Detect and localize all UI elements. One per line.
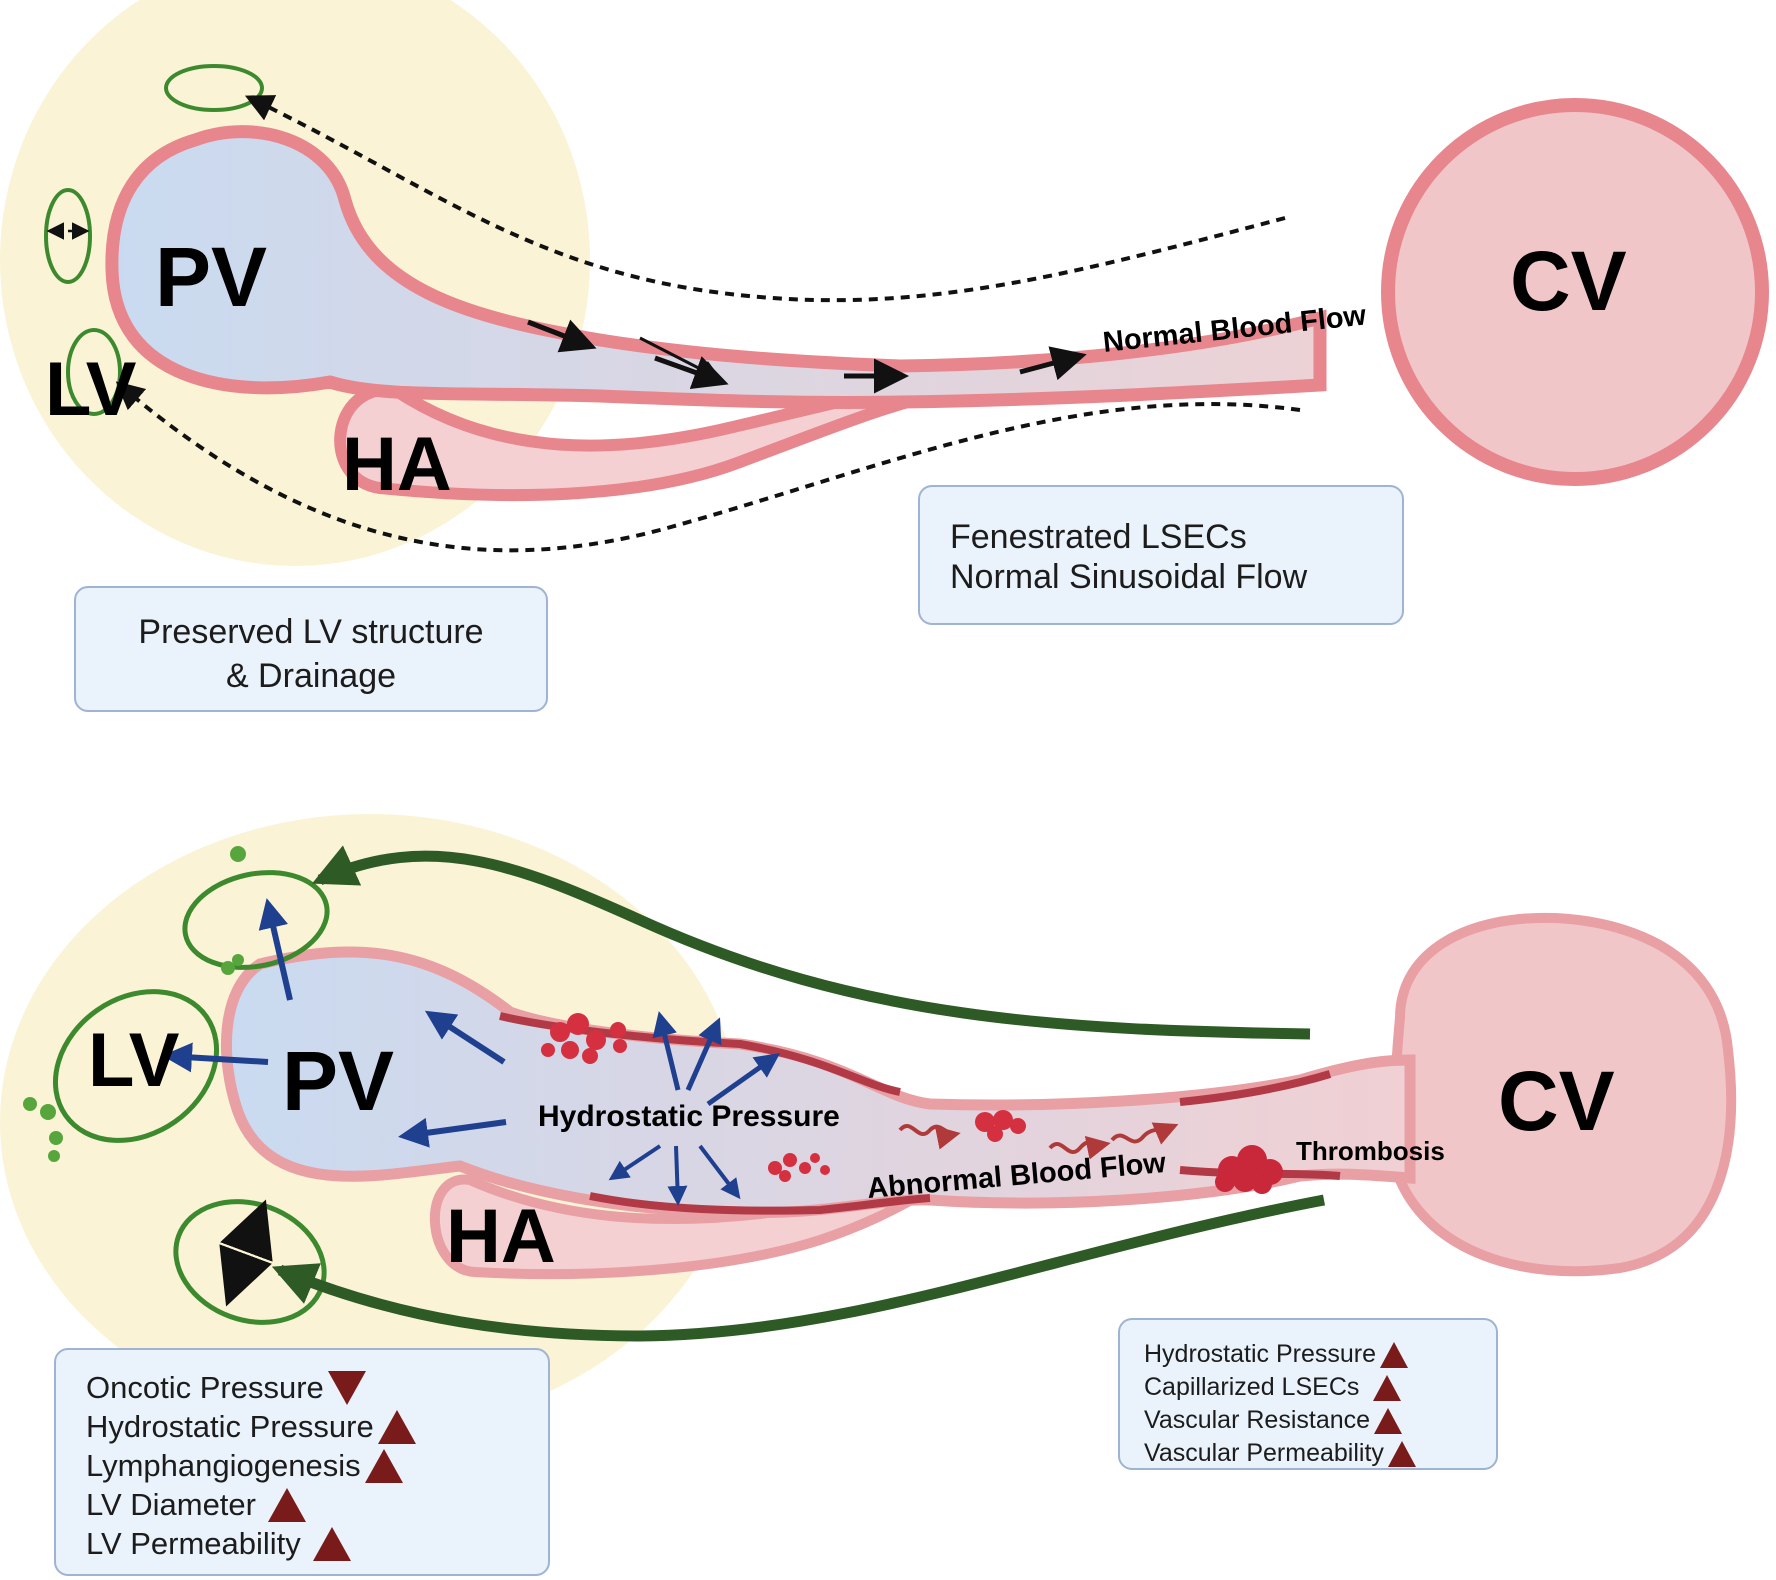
thrombosis-label: Thrombosis: [1296, 1136, 1445, 1166]
increase-indicator-icon: [364, 1448, 403, 1483]
pressure-arrow: [608, 1144, 662, 1181]
lv-label: LV: [45, 347, 137, 432]
pressure-arrow: [667, 1145, 688, 1206]
lymph-leak-droplets: [23, 846, 246, 1162]
capillarized-wall: [1179, 1070, 1332, 1106]
pressure-arrow: [698, 1144, 741, 1200]
abnormal-flow-arrow: [1110, 1122, 1179, 1145]
flow-arrow: [527, 319, 597, 353]
decrease-indicator-icon: [327, 1370, 366, 1405]
abnormal-flow-arrow: [1048, 1135, 1111, 1160]
pressure-arrow: [424, 1010, 506, 1065]
change-item: Capillarized LSECs: [1144, 1371, 1496, 1404]
increase-indicator-icon: [377, 1409, 416, 1444]
lymphatic-vessel-lower: [66, 328, 122, 416]
pv-label: PV: [155, 230, 267, 324]
drainage-path-lower: [271, 1194, 1326, 1342]
box-line: Fenestrated LSECs: [950, 518, 1247, 556]
sinusoidal-changes-box: Hydrostatic Pressure Capillarized LSECs …: [1118, 1318, 1498, 1470]
lymphatic-vessel-left: [44, 188, 92, 284]
lymphatic-changes-box: Oncotic Pressure Hydrostatic Pressure Ly…: [54, 1348, 550, 1576]
change-item: Vascular Permeability: [1144, 1437, 1496, 1470]
flow-arrow: [654, 355, 729, 390]
change-item: Vascular Resistance: [1144, 1404, 1496, 1437]
thrombus-cluster: [541, 1013, 627, 1064]
increase-indicator-icon: [1373, 1374, 1402, 1401]
portal-vein: [105, 125, 1327, 410]
thrombus-cluster: [768, 1153, 830, 1182]
change-item: LV Permeability: [86, 1524, 548, 1563]
drainage-path-lower: [115, 381, 1301, 553]
hepatic-artery: [334, 378, 936, 502]
lv-structure-box: Preserved LV structure & Drainage: [74, 586, 548, 712]
thrombus-cluster: [975, 1110, 1026, 1142]
lymphatic-vessel-top: [182, 870, 330, 970]
flow-arrow: [1019, 346, 1087, 381]
change-item: Oncotic Pressure: [86, 1368, 548, 1407]
box-line: Preserved LV structure: [138, 613, 484, 651]
increase-indicator-icon: [1374, 1407, 1403, 1434]
increase-indicator-icon: [1380, 1341, 1409, 1368]
box-line: & Drainage: [225, 657, 397, 695]
change-item: Hydrostatic Pressure: [1144, 1338, 1496, 1371]
pressure-arrow: [706, 1053, 781, 1107]
drainage-path-upper: [244, 95, 1286, 303]
capillarized-wall: [589, 1192, 931, 1215]
change-item: Hydrostatic Pressure: [86, 1407, 548, 1446]
pv-label: PV: [282, 1034, 394, 1128]
pressure-arrow: [398, 1117, 507, 1148]
pressure-arrow: [162, 1042, 269, 1073]
top-panel: PV LV HA CV Normal Blood Flow: [0, 0, 1769, 566]
increase-indicator-icon: [312, 1526, 351, 1561]
increase-indicator-icon: [268, 1487, 306, 1522]
abnormal-flow-arrow: [898, 1124, 961, 1150]
lymphatic-vessel-left: [52, 989, 220, 1143]
drainage-path-upper: [311, 845, 1311, 1040]
pressure-arrow: [652, 1011, 681, 1091]
pressure-label: Hydrostatic Pressure: [538, 1100, 840, 1133]
ha-label: HA: [446, 1194, 556, 1279]
central-vein: [1381, 98, 1769, 486]
cv-label: CV: [1510, 234, 1627, 328]
bottom-panel: LV PV HA CV Hydrostatic Pressure Abnorma…: [0, 814, 1737, 1430]
change-item: Lymphangiogenesis: [86, 1446, 548, 1485]
lv-label: LV: [88, 1018, 180, 1103]
ha-label: HA: [342, 422, 452, 507]
sinusoid-box: Fenestrated LSECs Normal Sinusoidal Flow: [918, 485, 1404, 625]
hepatic-artery: [429, 1165, 936, 1280]
lymphatic-vessel-top: [164, 64, 264, 112]
thrombosis-clot: [1215, 1145, 1283, 1194]
box-line: Normal Sinusoidal Flow: [950, 558, 1308, 596]
pressure-arrow: [258, 898, 293, 1001]
increase-indicator-icon: [1387, 1440, 1416, 1467]
pressure-arrow: [685, 1017, 722, 1092]
cv-label: CV: [1498, 1054, 1615, 1148]
change-item: LV Diameter: [86, 1485, 548, 1524]
